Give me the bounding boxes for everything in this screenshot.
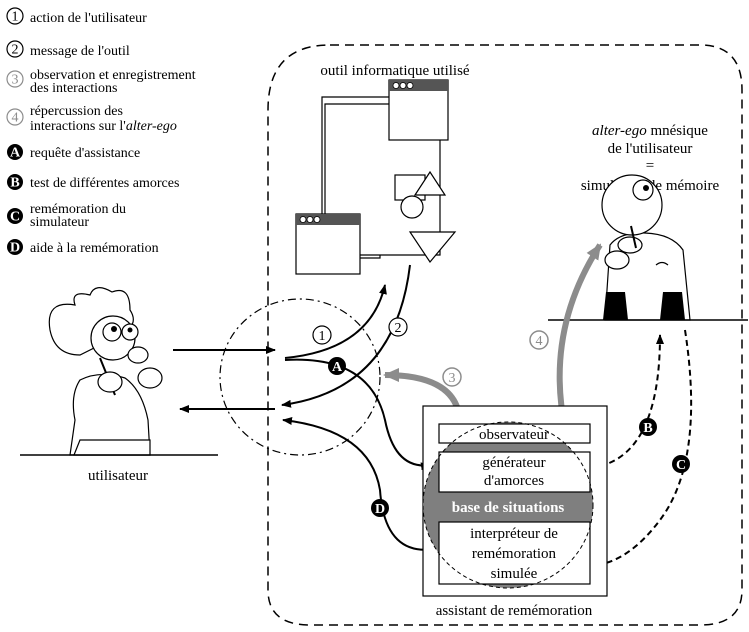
assistant-label: assistant de remémoration bbox=[436, 603, 593, 619]
user-label: utilisateur bbox=[88, 468, 148, 484]
legend-text: message de l'outil bbox=[30, 44, 130, 59]
arrow-markers: 1 2 A 3 4 B C D bbox=[312, 317, 690, 517]
legend-text: test de différentes amorces bbox=[30, 176, 179, 191]
marker-4: 4 bbox=[529, 330, 549, 350]
marker-1: 1 bbox=[312, 325, 332, 345]
legend-mark: B bbox=[10, 176, 19, 191]
svg-text:simulée: simulée bbox=[491, 566, 538, 582]
svg-text:de l'utilisateur: de l'utilisateur bbox=[608, 141, 693, 157]
window-icon bbox=[388, 79, 449, 141]
legend-text: remémoration du bbox=[30, 202, 126, 217]
legend-text: répercussion des bbox=[30, 104, 123, 119]
legend-mark: D bbox=[10, 241, 20, 256]
svg-text:2: 2 bbox=[395, 321, 402, 336]
legend-mark: C bbox=[10, 210, 20, 225]
svg-text:A: A bbox=[332, 360, 343, 375]
svg-text:=: = bbox=[646, 158, 654, 174]
svg-text:alter-ego mnésique: alter-ego mnésique bbox=[592, 123, 708, 139]
legend: 1 action de l'utilisateur 2 message de l… bbox=[6, 7, 196, 256]
generator-box bbox=[438, 451, 591, 493]
legend-mark: 1 bbox=[12, 10, 19, 25]
svg-text:C: C bbox=[676, 458, 686, 473]
marker-A: A bbox=[328, 357, 346, 375]
legend-item-D: D aide à la remémoration bbox=[7, 239, 159, 256]
legend-item-4: 4 répercussion des interactions sur l'al… bbox=[6, 104, 177, 134]
user-character: utilisateur bbox=[20, 287, 218, 484]
legend-mark: 4 bbox=[12, 111, 19, 126]
legend-item-B: B test de différentes amorces bbox=[7, 174, 179, 191]
marker-B: B bbox=[639, 418, 657, 436]
marker-D: D bbox=[371, 499, 389, 517]
legend-item-3: 3 observation et enregistrement des inte… bbox=[6, 68, 196, 96]
legend-item-2: 2 message de l'outil bbox=[6, 40, 130, 59]
legend-text: action de l'utilisateur bbox=[30, 11, 147, 26]
base-label: base de situations bbox=[452, 500, 565, 516]
svg-text:3: 3 bbox=[449, 371, 456, 386]
triangle-shape-icon bbox=[413, 170, 447, 196]
legend-text: interactions sur l'alter-ego bbox=[30, 119, 177, 134]
svg-text:générateur: générateur bbox=[482, 455, 545, 471]
legend-mark: 2 bbox=[12, 43, 19, 58]
svg-text:1: 1 bbox=[319, 329, 326, 344]
observer-label: observateur bbox=[479, 427, 549, 443]
alter-ego-character bbox=[548, 174, 748, 321]
svg-text:remémoration: remémoration bbox=[472, 546, 557, 562]
legend-text: simulateur bbox=[30, 215, 89, 230]
interaction-zone bbox=[219, 298, 381, 456]
svg-text:interpréteur de: interpréteur de bbox=[470, 526, 558, 542]
svg-text:d'amorces: d'amorces bbox=[484, 473, 544, 489]
legend-text: aide à la remémoration bbox=[30, 241, 159, 256]
user-arrows bbox=[173, 346, 276, 413]
assistant-block: observateur générateur d'amorces base de… bbox=[422, 405, 608, 619]
legend-text: requête d'assistance bbox=[30, 146, 140, 161]
legend-mark: A bbox=[10, 146, 21, 161]
svg-text:B: B bbox=[643, 421, 652, 436]
system-boundary bbox=[267, 44, 743, 626]
interpreter-box bbox=[438, 521, 591, 585]
legend-item-A: A requête d'assistance bbox=[7, 144, 140, 161]
marker-3: 3 bbox=[442, 367, 462, 387]
legend-item-1: 1 action de l'utilisateur bbox=[6, 7, 147, 26]
legend-mark: 3 bbox=[12, 73, 19, 88]
svg-text:4: 4 bbox=[536, 334, 543, 349]
marker-2: 2 bbox=[388, 317, 408, 337]
tool-label: outil informatique utilisé bbox=[320, 63, 469, 79]
window-icon bbox=[295, 213, 361, 275]
legend-item-C: C remémoration du simulateur bbox=[7, 202, 126, 230]
observer-box bbox=[438, 423, 591, 444]
circle-shape-icon bbox=[400, 195, 424, 219]
legend-text: des interactions bbox=[30, 81, 117, 96]
svg-text:D: D bbox=[375, 502, 385, 517]
legend-text: observation et enregistrement bbox=[30, 68, 196, 83]
tool-illustration: outil informatique utilisé bbox=[295, 63, 470, 275]
marker-C: C bbox=[672, 455, 690, 473]
